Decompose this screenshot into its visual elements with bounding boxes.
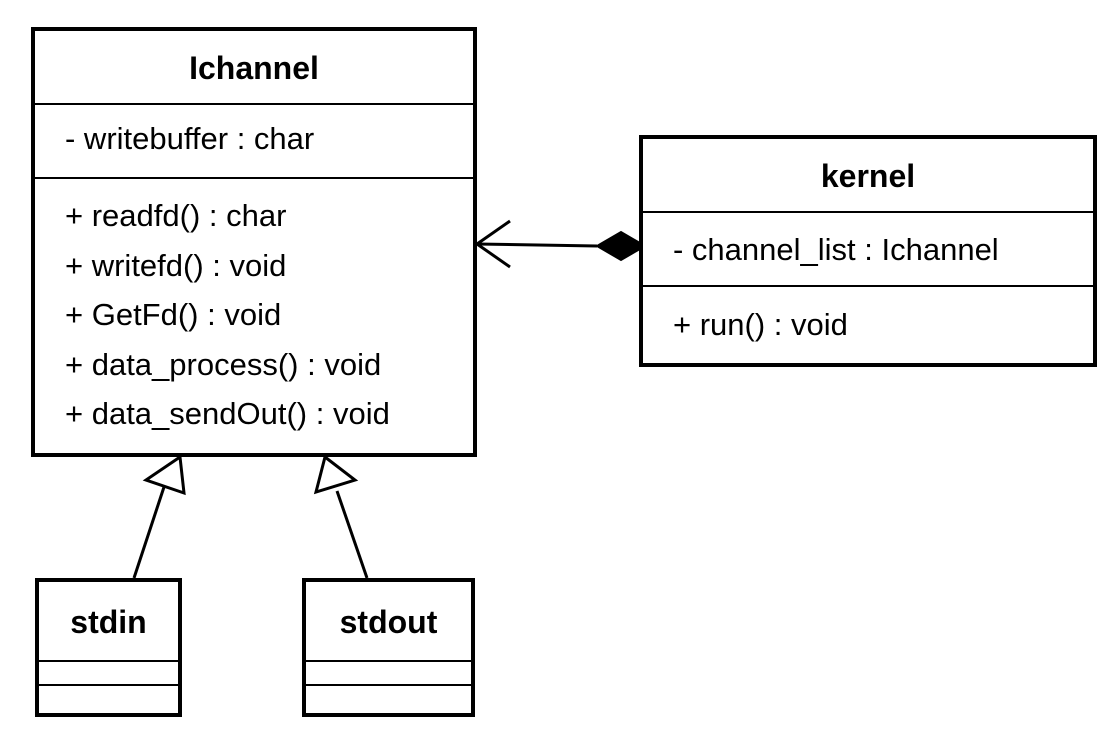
operation: + writefd() : void [65,247,287,283]
operation: + run() : void [673,307,848,342]
class-name: stdout [306,582,471,662]
attributes-section: - channel_list : Ichannel [643,213,1093,287]
operation: + GetFd() : void [65,297,282,332]
operation: + data_process() : void [65,346,382,382]
generalization-triangle-stdout [313,454,359,495]
attribute: - channel_list : Ichannel [673,232,999,267]
generalization-line-stdout [335,490,369,579]
operations-section [306,686,471,710]
operations-section [39,686,178,710]
operations-section: + run() : void [643,287,1093,363]
generalization-line-stdin [132,486,166,579]
class-ichannel: Ichannel - writebuffer : char + readfd()… [31,27,477,457]
class-name: Ichannel [35,31,473,105]
composition-diamond [595,230,647,262]
class-name: kernel [643,139,1093,213]
operation: + data_sendOut() : void [65,396,390,431]
composition-line [476,242,598,248]
attributes-section [306,662,471,686]
attribute: - writebuffer : char [65,121,315,156]
class-kernel: kernel - channel_list : Ichannel + run()… [639,135,1097,367]
class-stdout: stdout [302,578,475,717]
operation: + readfd() : char [65,198,287,233]
navigability-arrowhead [474,219,511,269]
generalization-triangle-stdin [142,454,186,496]
class-stdin: stdin [35,578,182,717]
attributes-section: - writebuffer : char [35,105,473,179]
operations-section: + readfd() : char + writefd() : void + G… [35,179,473,439]
attributes-section [39,662,178,686]
class-name: stdin [39,582,178,662]
